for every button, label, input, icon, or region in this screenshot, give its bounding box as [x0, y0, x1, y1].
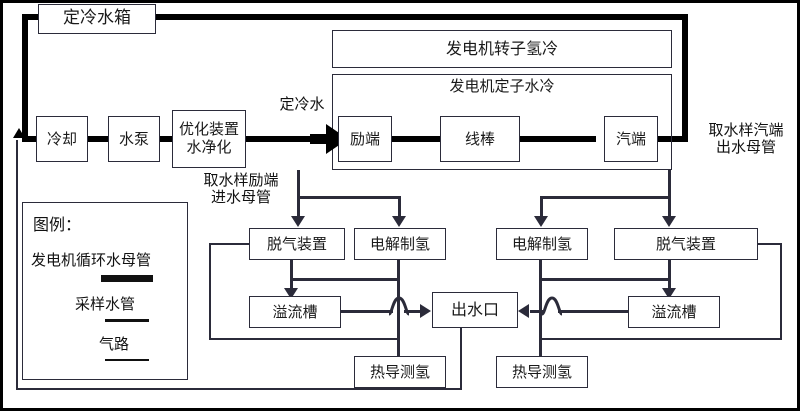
legend-swatch-gas-line — [105, 359, 149, 361]
link-turbine-loop — [658, 136, 688, 142]
box-degas-right[interactable]: 脱气装置 — [614, 228, 758, 260]
outlet-return-v — [16, 140, 18, 390]
return-arrow-icon — [13, 128, 25, 138]
main-loop-right — [682, 14, 688, 142]
electro-left-join-h — [290, 278, 400, 281]
legend-label-sample-pipe: 采样水管 — [75, 295, 136, 313]
box-exciter-end[interactable]: 励端 — [338, 116, 392, 162]
overflow-left-to-outlet — [341, 310, 393, 313]
outlet-bottom-h — [16, 388, 462, 390]
label-sample-exciter-inlet: 取水样励端 进水母管 — [203, 171, 279, 207]
sample-left-branch-h — [297, 196, 401, 199]
gas-left-h2 — [209, 338, 399, 340]
legend-label-main-pipe: 发电机循环水母管 — [31, 251, 152, 269]
box-thermal-hydrogen-right[interactable]: 热导测氢 — [496, 356, 588, 388]
gas-right-v — [780, 243, 782, 340]
sample-right-to-electro — [540, 196, 543, 222]
box-overflow-left[interactable]: 溢流槽 — [249, 296, 341, 328]
box-stator-water-cooling[interactable]: 发电机定子水冷 — [332, 74, 672, 170]
line-hop-left-icon — [388, 296, 410, 316]
box-electrolysis-left[interactable]: 电解制氢 — [354, 228, 446, 260]
link-purifier-exciter — [244, 136, 320, 142]
link-pump-purifier — [160, 136, 174, 142]
gas-right-h2 — [541, 338, 782, 340]
box-pump[interactable]: 水泵 — [108, 116, 160, 162]
box-thermal-hydrogen-left[interactable]: 热导测氢 — [354, 356, 446, 388]
sample-left-to-electro — [398, 196, 401, 222]
outlet-down — [460, 328, 462, 390]
label-sample-turbine-outlet: 取水样汽端 出水母管 — [708, 121, 784, 157]
box-cooler[interactable]: 冷却 — [36, 116, 88, 162]
main-loop-to-cooler — [22, 136, 42, 142]
link-exciter-bar — [392, 136, 440, 142]
arrow-to-degas-right-icon — [662, 216, 676, 227]
arrow-degas-left-to-overflow-icon — [284, 288, 298, 299]
arrow-into-outlet-right-icon — [518, 304, 529, 318]
overflow-left-to-outlet-2 — [404, 310, 422, 313]
arrow-to-electrolysis-right-icon — [534, 216, 548, 227]
electro-right-join-h — [539, 278, 670, 281]
label-cooling-water: 定冷水 — [279, 95, 325, 113]
box-outlet[interactable]: 出水口 — [432, 292, 518, 328]
line-hop-right-icon — [541, 296, 563, 316]
box-overflow-right[interactable]: 溢流槽 — [628, 296, 720, 328]
stator-water-cooling-label: 发电机定子水冷 — [449, 77, 555, 95]
box-bar[interactable]: 线棒 — [440, 116, 520, 162]
box-rotor-hydrogen-cooling[interactable]: 发电机转子氢冷 — [332, 30, 672, 68]
sample-left-drop — [297, 170, 300, 216]
gas-left-h1 — [209, 243, 251, 245]
box-turbine-end[interactable]: 汽端 — [604, 116, 658, 162]
gas-left-v — [209, 243, 211, 340]
cooling-water-arrow-icon — [310, 124, 348, 154]
overflow-right-to-outlet-2 — [530, 310, 544, 313]
gas-right-h1 — [756, 243, 782, 245]
main-loop-left — [22, 14, 28, 142]
arrow-to-electrolysis-left-icon — [392, 216, 406, 227]
sample-right-branch-h — [540, 196, 671, 199]
legend-swatch-sample-pipe — [105, 319, 149, 323]
arrow-degas-right-to-overflow-icon — [662, 288, 676, 299]
box-purifier[interactable]: 优化装置 水净化 — [172, 110, 246, 168]
legend-label-gas-line: 气路 — [99, 335, 130, 353]
overflow-right-to-outlet — [558, 310, 630, 313]
legend-title: 图例： — [33, 215, 82, 234]
legend-swatch-main-pipe — [101, 275, 153, 282]
arrow-into-outlet-left-icon — [420, 304, 431, 318]
box-electrolysis-right[interactable]: 电解制氢 — [496, 228, 588, 260]
main-loop-top — [22, 14, 688, 20]
electro-left-down — [397, 260, 400, 366]
arrow-to-degas-left-icon — [291, 216, 305, 227]
box-tank[interactable]: 定冷水箱 — [38, 4, 156, 34]
box-degas-left[interactable]: 脱气装置 — [249, 228, 345, 260]
link-cooler-pump — [88, 136, 110, 142]
legend-panel: 图例： 发电机循环水母管 采样水管 气路 — [22, 202, 188, 380]
link-bar-turbine — [520, 136, 596, 142]
electro-right-down — [539, 260, 542, 366]
